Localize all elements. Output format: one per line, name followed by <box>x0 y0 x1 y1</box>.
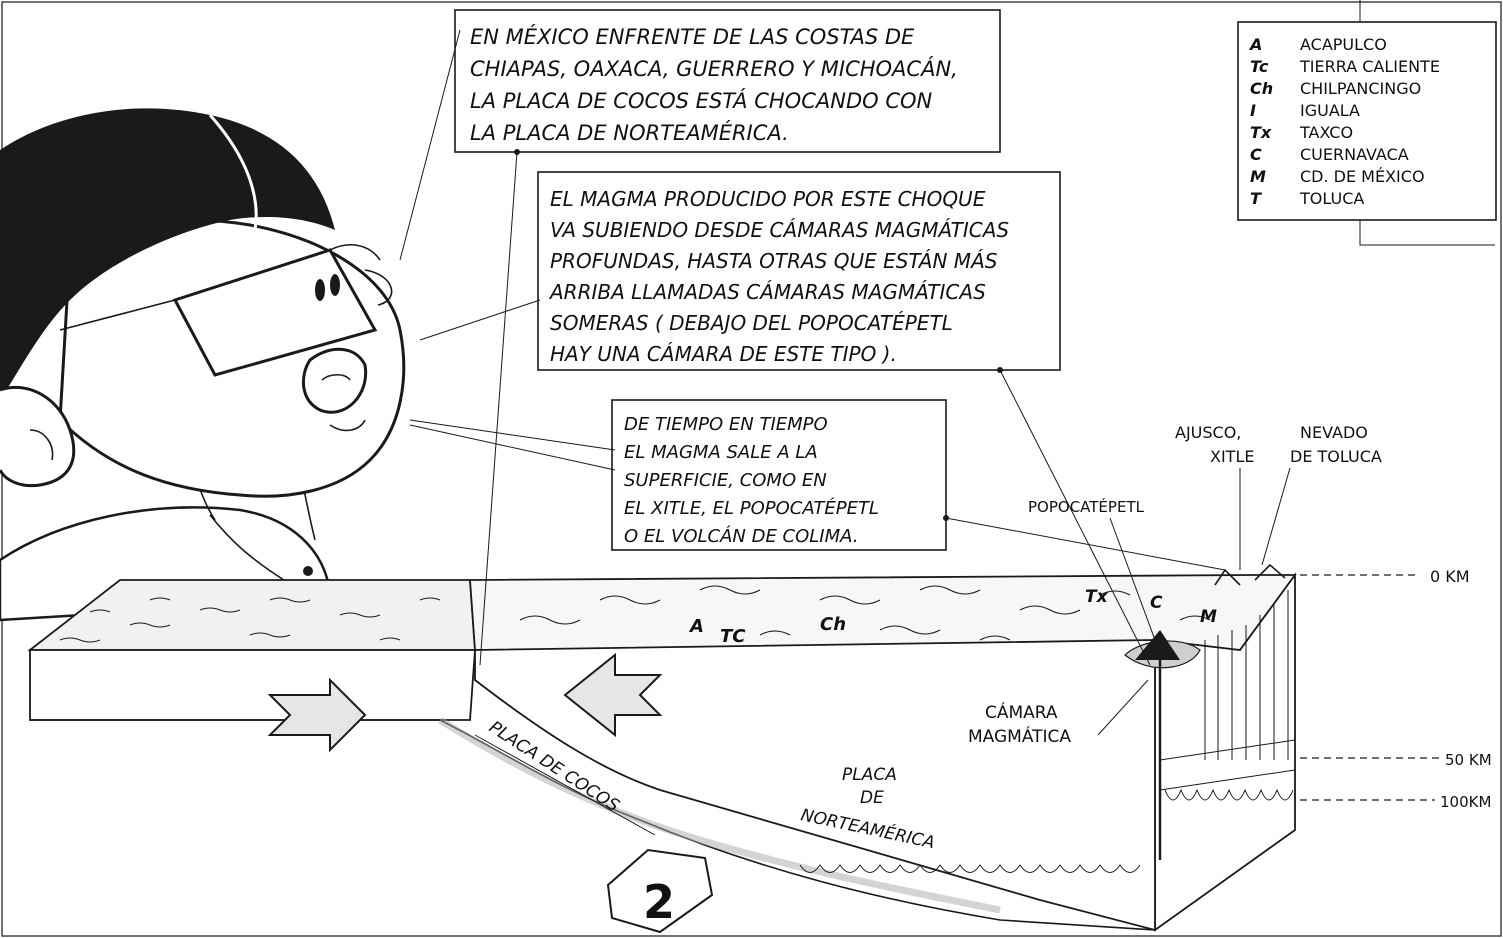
callout-eruption-box <box>611 399 947 551</box>
arrow-left-icon <box>563 652 663 738</box>
legend: A ACAPULCO Tc TIERRA CALIENTE Ch CHILPANCINGO… <box>1237 0 1497 246</box>
callout-eruption-line-4: EL XITLE, EL POPOCATÉPETL <box>624 497 879 519</box>
legend-code-6: M <box>1250 167 1266 186</box>
legend-code-7: T <box>1250 189 1262 208</box>
label-de: DE <box>860 788 884 808</box>
map-letter-m: M <box>1200 607 1217 627</box>
block-diagram <box>27 563 1297 932</box>
ocean-texture <box>59 597 441 643</box>
legend-name-6: CD. DE MÉXICO <box>1300 167 1425 186</box>
label-magmatica: MAGMÁTICA <box>968 725 1071 747</box>
callout-magma-line-6: HAY UNA CÁMARA DE ESTE TIPO ). <box>550 342 897 366</box>
legend-code-3: I <box>1250 101 1256 120</box>
map-letter-tc: TC <box>720 626 746 647</box>
callout-magma-line-5: SOMERAS ( DEBAJO DEL POPOCATÉPETL <box>550 311 953 335</box>
magma-columns <box>1204 590 1289 760</box>
label-camara: CÁMARA <box>985 701 1058 723</box>
callout-plates-line-1: EN MÉXICO ENFRENTE DE LAS COSTAS DE <box>470 24 915 49</box>
legend-name-2: CHILPANCINGO <box>1300 79 1421 98</box>
legend-name-5: CUERNAVACA <box>1300 145 1409 164</box>
legend-code-5: C <box>1250 145 1262 164</box>
callout-eruption-line-1: DE TIEMPO EN TIEMPO <box>624 414 828 435</box>
arrow-right-icon <box>267 677 367 753</box>
callout-plates-line-4: LA PLACA DE NORTEAMÉRICA. <box>470 120 789 145</box>
label-nevado: NEVADO <box>1300 423 1368 442</box>
map-letter-tx: Tx <box>1085 587 1109 607</box>
map-letter-a: A <box>688 616 704 637</box>
depth-0km: 0 KM <box>1430 567 1470 586</box>
map-letters: A TC Ch Tx C M <box>688 587 1217 647</box>
label-xitle: XITLE <box>1210 447 1254 466</box>
callout-eruption-line-5: O EL VOLCÁN DE COLIMA. <box>624 525 859 547</box>
callout-magma-line-1: EL MAGMA PRODUCIDO POR ESTE CHOQUE <box>550 187 986 211</box>
label-de-toluca: DE TOLUCA <box>1290 447 1382 466</box>
legend-code-2: Ch <box>1250 79 1273 98</box>
callout-plates-box <box>454 9 1001 153</box>
map-letter-c: C <box>1150 593 1163 613</box>
page-number-badge: 2 <box>606 848 714 934</box>
popocatepetl-volcano <box>1135 630 1180 660</box>
legend-name-0: ACAPULCO <box>1300 35 1387 54</box>
map-letter-ch: Ch <box>820 614 846 635</box>
label-ajusco: AJUSCO, <box>1175 423 1241 442</box>
legend-code-1: Tc <box>1250 57 1269 76</box>
callout-magma-line-2: VA SUBIENDO DESDE CÁMARAS MAGMÁTICAS <box>550 218 1009 242</box>
label-popocatepetl: POPOCATÉPETL <box>1028 497 1145 516</box>
callout-eruption-line-2: EL MAGMA SALE A LA <box>624 442 818 463</box>
callout-magma-line-3: PROFUNDAS, HASTA OTRAS QUE ESTÁN MÁS <box>550 249 998 273</box>
callout-plates-line-2: CHIAPAS, OAXACA, GUERRERO Y MICHOACÁN, <box>470 56 958 81</box>
callout-magma-line-4: ARRIBA LLAMADAS CÁMARAS MAGMÁTICAS <box>548 280 986 304</box>
callout-magma-box <box>537 171 1061 371</box>
depth-100km: 100KM <box>1440 793 1491 811</box>
depth-50km: 50 KM <box>1445 751 1492 769</box>
legend-name-7: TOLUCA <box>1299 189 1364 208</box>
legend-name-4: TAXCO <box>1299 123 1353 142</box>
legend-code-0: A <box>1248 35 1262 54</box>
callout-eruption-line-3: SUPERFICIE, COMO EN <box>624 470 827 491</box>
callout-plates-line-3: LA PLACA DE COCOS ESTÁ CHOCANDO CON <box>470 88 933 113</box>
character-scientist <box>0 108 406 622</box>
legend-code-4: Tx <box>1250 123 1272 142</box>
page-number: 2 <box>643 875 675 929</box>
label-placa: PLACA <box>842 765 897 785</box>
legend-name-3: IGUALA <box>1300 101 1360 120</box>
legend-name-1: TIERRA CALIENTE <box>1299 57 1440 76</box>
land-texture <box>519 585 1211 641</box>
depth-scale: 0 KM 50 KM 100KM <box>1300 567 1492 811</box>
